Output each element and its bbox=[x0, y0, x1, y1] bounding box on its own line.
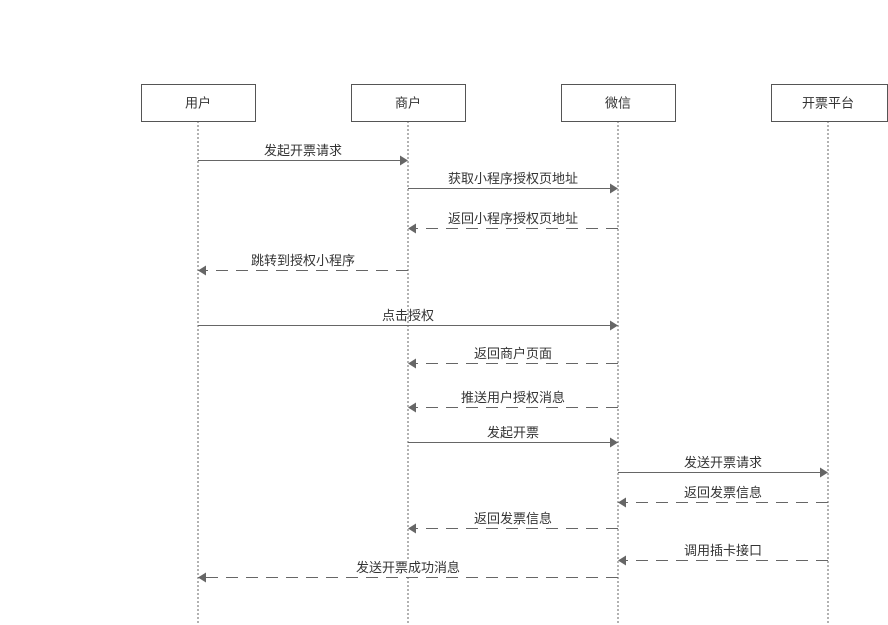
participant-box bbox=[561, 84, 676, 122]
label-backdrop bbox=[444, 211, 582, 227]
arrowhead-icon bbox=[610, 437, 618, 448]
message-label: 发起开票请求 bbox=[264, 143, 342, 159]
arrowhead-icon bbox=[618, 497, 626, 508]
message-11: 返回发票信息 bbox=[408, 511, 618, 534]
participant-user: 用户 bbox=[141, 84, 256, 122]
arrowhead-icon bbox=[820, 467, 828, 478]
message-label: 返回商户页面 bbox=[474, 346, 552, 362]
label-backdrop bbox=[680, 485, 766, 501]
label-backdrop bbox=[470, 511, 556, 527]
participant-box bbox=[141, 84, 256, 122]
arrowhead-icon bbox=[610, 183, 618, 194]
message-8: 发起开票 bbox=[408, 425, 618, 448]
participant-label: 开票平台 bbox=[802, 97, 854, 112]
participant-label: 用户 bbox=[185, 96, 211, 112]
label-backdrop bbox=[470, 346, 556, 362]
arrowhead-icon bbox=[408, 402, 416, 413]
message-label: 推送用户授权消息 bbox=[461, 390, 565, 406]
arrowhead-icon bbox=[618, 555, 626, 566]
message-9: 发送开票请求 bbox=[618, 455, 828, 478]
message-label: 发送开票成功消息 bbox=[356, 560, 460, 576]
message-label: 调用插卡接口 bbox=[684, 543, 762, 559]
label-backdrop bbox=[457, 390, 569, 406]
message-label: 跳转到授权小程序 bbox=[251, 253, 355, 269]
message-label: 发送开票请求 bbox=[684, 455, 762, 471]
participant-label: 微信 bbox=[605, 97, 631, 112]
arrowhead-icon bbox=[408, 523, 416, 534]
message-7: 推送用户授权消息 bbox=[408, 390, 618, 413]
message-5: 点击授权 bbox=[198, 308, 618, 331]
participant-box bbox=[771, 84, 888, 122]
message-6: 返回商户页面 bbox=[408, 346, 618, 369]
message-label: 点击授权 bbox=[382, 308, 434, 324]
message-label: 返回小程序授权页地址 bbox=[448, 211, 578, 227]
participant-label: 商户 bbox=[395, 96, 421, 112]
message-12: 调用插卡接口 bbox=[618, 543, 828, 566]
message-4: 跳转到授权小程序 bbox=[198, 253, 408, 276]
arrowhead-icon bbox=[610, 320, 618, 331]
arrowhead-icon bbox=[400, 155, 408, 166]
participant-box bbox=[351, 84, 466, 122]
participant-merchant: 商户 bbox=[351, 84, 466, 122]
message-label: 发起开票 bbox=[487, 425, 539, 441]
participant-platform: 开票平台 bbox=[771, 84, 888, 122]
arrowhead-icon bbox=[198, 572, 206, 583]
message-3: 返回小程序授权页地址 bbox=[408, 211, 618, 234]
message-10: 返回发票信息 bbox=[618, 485, 828, 508]
message-2: 获取小程序授权页地址 bbox=[408, 171, 618, 194]
message-label: 获取小程序授权页地址 bbox=[448, 171, 578, 187]
arrowhead-icon bbox=[408, 223, 416, 234]
message-label: 返回发票信息 bbox=[474, 511, 552, 527]
label-backdrop bbox=[352, 560, 464, 576]
label-backdrop bbox=[680, 543, 766, 559]
message-1: 发起开票请求 bbox=[198, 143, 408, 166]
label-backdrop bbox=[247, 253, 359, 269]
arrowhead-icon bbox=[198, 265, 206, 276]
message-13: 发送开票成功消息 bbox=[198, 560, 618, 583]
message-label: 返回发票信息 bbox=[684, 485, 762, 501]
arrowhead-icon bbox=[408, 358, 416, 369]
participant-wechat: 微信 bbox=[561, 84, 676, 122]
